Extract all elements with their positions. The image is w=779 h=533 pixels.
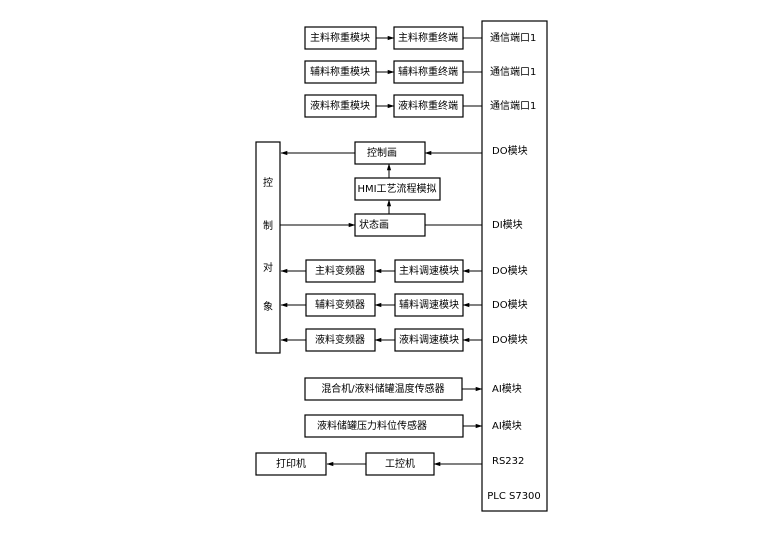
control-object-char-1: 控: [263, 176, 273, 189]
rs232-port-label: RS232: [492, 456, 524, 467]
ai2-port-label: AI模块: [492, 420, 522, 432]
do2-port-label: DO模块: [492, 299, 528, 311]
plc-label: PLC S7300: [487, 491, 541, 502]
do-control-port-label: DO模块: [492, 145, 528, 157]
comm-port-3-label: 通信端口1: [490, 99, 536, 112]
weighing-row-1: 主料称重模块 主料称重终端 通信端口1: [304, 26, 536, 50]
sensor-row-1: 混合机/液料储罐温度传感器 AI模块: [304, 377, 522, 401]
control-object-char-4: 象: [263, 301, 273, 313]
drive-row-2: 辅料变频器 辅料调速模块 DO模块: [280, 293, 528, 317]
control-screen-label: 控制画: [367, 146, 397, 159]
printer-box: [255, 452, 327, 476]
control-object-char-2: 制: [263, 219, 273, 232]
main-speed-module-label: 主料调速模块: [399, 264, 459, 277]
plc-box: [481, 20, 548, 512]
pressure-sensor-label: 液料储罐压力料位传感器: [317, 419, 427, 432]
liquid-inverter-label: 液料变频器: [315, 333, 365, 346]
di-status-port-label: DI模块: [492, 219, 523, 231]
liquid-speed-module-label: 液料调速模块: [399, 333, 459, 346]
printer-label: 打印机: [276, 457, 306, 470]
comm-port-1-label: 通信端口1: [490, 31, 536, 44]
drive-row-1: 主料变频器 主料调速模块 DO模块: [280, 259, 528, 283]
ipc-row: 打印机 工控机 RS232: [255, 452, 524, 476]
main-weigh-terminal-label: 主料称重终端: [398, 31, 458, 44]
aux-weigh-module-label: 辅料称重模块: [310, 65, 370, 78]
aux-speed-module-label: 辅料调速模块: [399, 298, 459, 311]
ipc-label: 工控机: [385, 457, 415, 470]
status-screen-label: 状态画: [359, 218, 389, 231]
weighing-row-3: 液料称重模块 液料称重终端 通信端口1: [304, 94, 536, 118]
hmi-box: [354, 177, 441, 201]
do3-port-label: DO模块: [492, 334, 528, 346]
hmi-label: HMI工艺流程模拟: [357, 182, 436, 195]
main-weigh-module-label: 主料称重模块: [310, 31, 370, 44]
control-object-char-3: 对: [263, 261, 273, 274]
weighing-row-2: 辅料称重模块 辅料称重终端 通信端口1: [304, 60, 536, 84]
ai1-port-label: AI模块: [492, 383, 522, 395]
control-object-box: [255, 141, 281, 354]
aux-weigh-terminal-label: 辅料称重终端: [398, 65, 458, 78]
sensor-row-2: 液料储罐压力料位传感器 AI模块: [304, 414, 522, 438]
liquid-weigh-terminal-label: 液料称重终端: [398, 99, 458, 112]
drive-row-3: 液料变频器 液料调速模块 DO模块: [280, 328, 528, 352]
main-inverter-label: 主料变频器: [315, 264, 365, 277]
comm-port-2-label: 通信端口1: [490, 65, 536, 78]
temp-sensor-label: 混合机/液料储罐温度传感器: [321, 382, 444, 395]
do1-port-label: DO模块: [492, 265, 528, 277]
hmi-group: 控制画 DO模块 HMI工艺流程模拟 状态画 DI模块: [280, 141, 528, 237]
aux-inverter-label: 辅料变频器: [315, 298, 365, 311]
liquid-weigh-module-label: 液料称重模块: [310, 99, 370, 112]
